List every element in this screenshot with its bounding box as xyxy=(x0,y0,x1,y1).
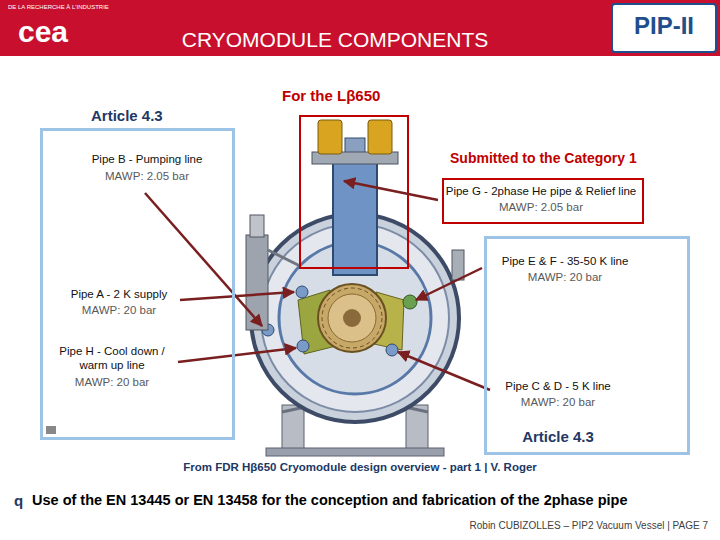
logo-tagline: DE LA RECHERCHE À L'INDUSTRIE xyxy=(8,4,109,11)
subtitle: For the Lβ650 xyxy=(282,87,380,105)
beam-pipe xyxy=(343,309,361,327)
valve-cylinder xyxy=(318,120,342,154)
cavity-ring xyxy=(322,288,382,348)
side-equipment xyxy=(452,250,464,280)
pipe-section xyxy=(403,295,417,309)
logo-text: PIP-II xyxy=(634,12,694,41)
pipe-section xyxy=(297,340,309,352)
article-heading: Article 4.3 xyxy=(522,428,594,446)
pipe-name: Pipe C & D - 5 K line xyxy=(505,380,610,394)
leader-line xyxy=(178,348,296,362)
small-icon xyxy=(46,426,56,434)
leader-line xyxy=(344,181,438,200)
leader-line xyxy=(180,292,294,300)
category-heading: Submitted to the Category 1 xyxy=(450,150,637,167)
leader-line xyxy=(416,268,482,300)
header-band xyxy=(0,0,720,56)
pipe-name: Pipe H - Cool down / warm up line xyxy=(50,345,174,373)
pressure-rating: MAWP: 20 bar xyxy=(82,304,156,318)
leader-line xyxy=(145,193,262,326)
cavity xyxy=(318,284,386,352)
pipe-name: Pipe B - Pumping line xyxy=(92,153,203,167)
pipe-section xyxy=(296,286,308,298)
pipe-name: Pipe A - 2 K supply xyxy=(71,288,168,302)
pressure-rating: MAWP: 20 bar xyxy=(528,271,602,285)
side-valve xyxy=(250,215,264,237)
bullet-symbol: q xyxy=(14,492,23,510)
valve-cylinder xyxy=(368,120,392,154)
pressure-rating: MAWP: 2.05 bar xyxy=(499,201,583,215)
pressure-rating: MAWP: 2.05 bar xyxy=(105,170,189,184)
slide-title: CRYOMODULE COMPONENTS xyxy=(182,27,488,52)
category-outline xyxy=(300,116,408,268)
pressure-rating: MAWP: 20 bar xyxy=(521,396,595,410)
pipe-name: Pipe E & F - 35-50 K line xyxy=(502,255,629,269)
article-heading: Article 4.3 xyxy=(91,107,163,125)
support-base xyxy=(266,448,444,456)
logo-text: cea xyxy=(18,14,68,50)
pipe-section xyxy=(386,344,398,356)
chimney xyxy=(333,155,377,275)
pressure-rating: MAWP: 20 bar xyxy=(75,376,149,390)
side-equipment xyxy=(246,235,268,330)
leader-line xyxy=(398,352,490,390)
category-box: Submitted to the Category 1Pipe G - 2pha… xyxy=(442,178,644,224)
pipe-name: Pipe G - 2phase He pipe & Relief line xyxy=(446,185,637,199)
cavity-cell xyxy=(328,294,376,342)
logo-box xyxy=(612,4,716,52)
side-pipe xyxy=(268,250,300,266)
leader-group xyxy=(145,181,490,390)
source-caption: From FDR Hβ650 Cryomodule design overvie… xyxy=(183,461,537,475)
footer-text: Robin CUBIZOLLES – PIP2 Vacuum Vessel | … xyxy=(470,520,708,532)
article-box: Pipe E & F - 35-50 K lineMAWP: 20 barPip… xyxy=(484,236,690,455)
article-box: Article 4.3Pipe B - Pumping lineMAWP: 2.… xyxy=(40,128,235,440)
bullet-text: Use of the EN 13445 or EN 13458 for the … xyxy=(32,492,627,509)
